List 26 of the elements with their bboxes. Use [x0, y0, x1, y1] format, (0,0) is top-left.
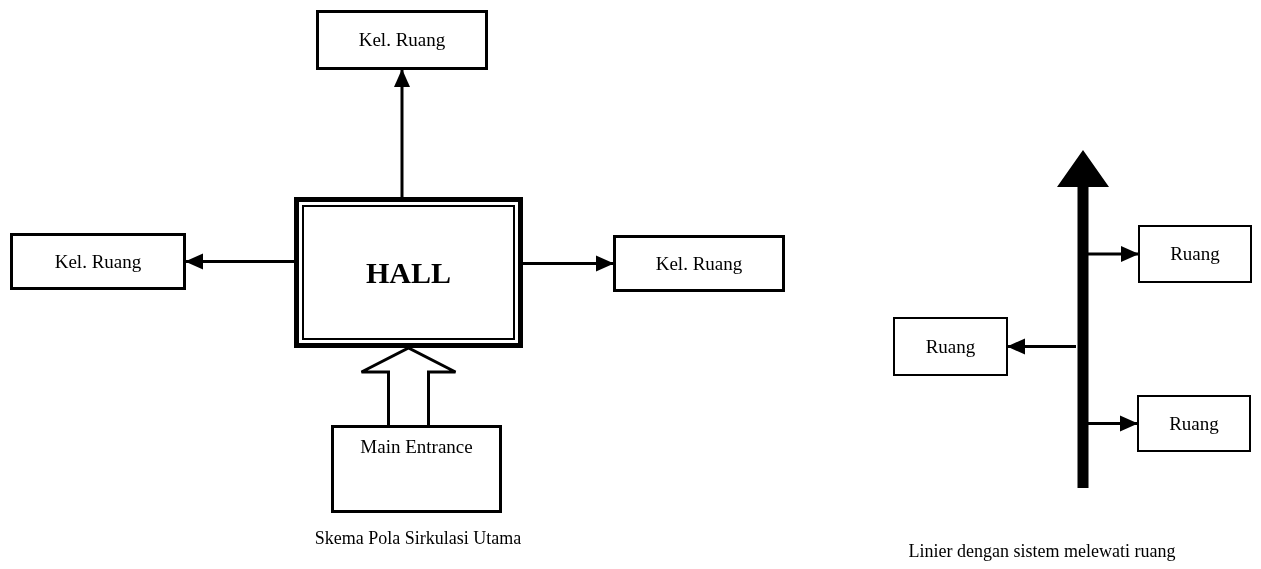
- hall-box: [294, 197, 523, 348]
- node-label: HALL: [366, 255, 451, 290]
- diagram-caption: Linier dengan sistem melewati ruang: [908, 541, 1176, 562]
- room-box: [1137, 395, 1251, 452]
- node-label: Ruang: [1169, 412, 1219, 435]
- arrow: [1087, 415, 1138, 432]
- arrow: [1087, 246, 1139, 262]
- node-label: Ruang: [925, 335, 976, 358]
- node-label: Main Entrance: [360, 435, 473, 459]
- room-group-box: [613, 235, 785, 292]
- node-label: Kel. Ruang: [358, 29, 446, 51]
- room-box: [1138, 225, 1252, 283]
- room-group-box: [316, 10, 488, 70]
- block-arrow: [360, 346, 457, 427]
- node-label: Kel. Ruang: [54, 250, 142, 273]
- arrow: [1007, 338, 1076, 355]
- room-group-box: [10, 233, 186, 290]
- entrance-box: [331, 425, 502, 513]
- corridor-arrow: [1057, 150, 1109, 488]
- arrow: [523, 255, 614, 272]
- node-label: Kel. Ruang: [655, 252, 743, 275]
- node-label: Ruang: [1170, 243, 1220, 265]
- room-box: [893, 317, 1008, 376]
- diagram-caption: Skema Pola Sirkulasi Utama: [314, 528, 522, 549]
- arrow: [394, 69, 410, 197]
- arrow: [185, 253, 294, 270]
